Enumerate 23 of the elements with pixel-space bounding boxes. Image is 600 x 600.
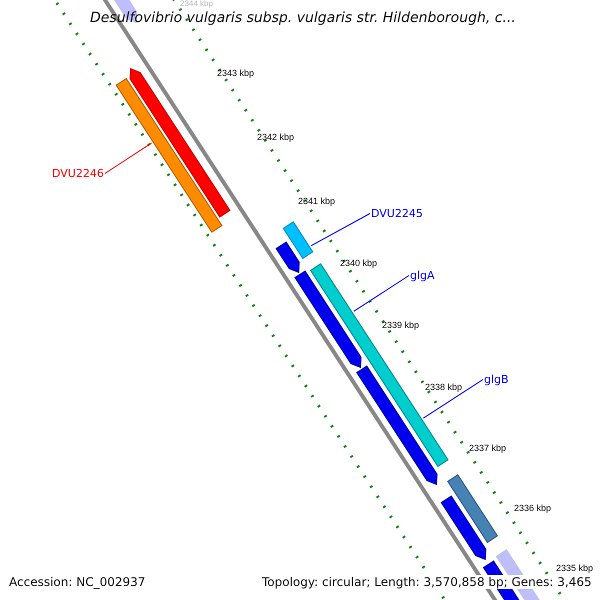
gene-label: DVU2246	[52, 167, 104, 180]
leader-line	[310, 213, 370, 246]
scale-label: 2335 kbp	[556, 563, 594, 573]
scale-label: 2339 kbp	[382, 320, 420, 330]
scale-label: 2338 kbp	[425, 382, 462, 392]
scale-label: 2343 kbp	[217, 68, 254, 78]
info-text: Accession: NC_002937	[9, 575, 146, 589]
scale-label: 2336 kbp	[514, 503, 552, 513]
scale-label: 2340 kbp	[340, 258, 378, 268]
gene-arrow	[282, 221, 314, 260]
gene-label: DVU2245	[371, 207, 423, 220]
info-text: Topology: circular; Length: 3,570,858 bp; Genes: 3,465	[262, 575, 592, 589]
gene-arrow	[116, 78, 223, 233]
gene-label: glgB	[484, 373, 509, 386]
scale-label: 2342 kbp	[257, 132, 294, 142]
title: Desulfovibrio vulgaris subsp. vulgaris str. Hildenborough, c...	[90, 10, 516, 26]
gene-label: glgA	[410, 269, 435, 282]
leader-line	[353, 275, 410, 312]
leader-line	[422, 379, 484, 419]
scale-label: 2341 kbp	[298, 196, 336, 206]
scale-label: 2337 kbp	[469, 443, 506, 453]
scale-label: 2344 kbp	[180, 0, 213, 8]
leader-line	[104, 142, 152, 174]
